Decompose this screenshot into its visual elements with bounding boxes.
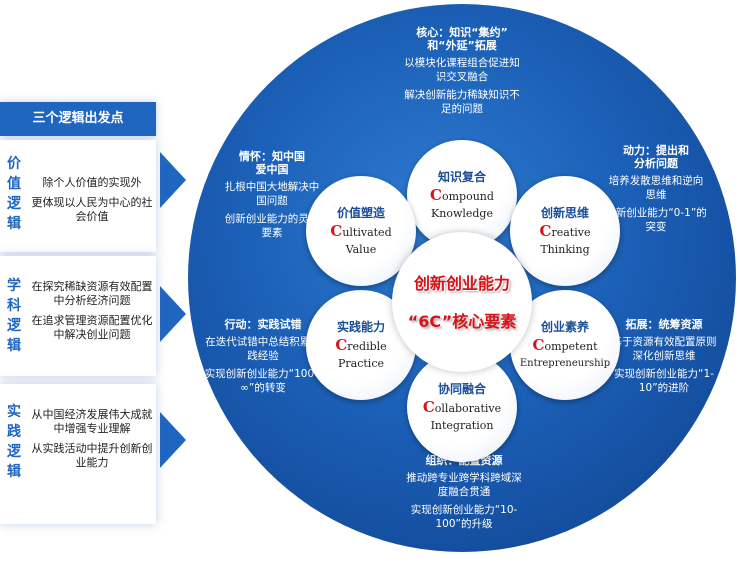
section-body: 从中国经济发展伟大成就中增强专业理解 从实践活动中提升创新创业能力 xyxy=(28,408,156,476)
petal-initial: C xyxy=(422,398,435,416)
section-title: 实 践 逻 辑 xyxy=(0,402,28,482)
left-panel-title: 三个逻辑出发点 xyxy=(32,111,124,126)
petal-en: Compound xyxy=(407,188,517,204)
ring-text: 推动跨专业跨学科跨域深度融合贯通 xyxy=(406,472,522,498)
section-discipline-logic: 学 科 逻 辑 在探究稀缺资源有效配置中分析经济问题 在追求管理资源配置优化中解… xyxy=(0,256,156,376)
body-line: 更体现以人民为中心的社会价值 xyxy=(31,196,153,223)
petal-en-rest: ollaborative xyxy=(434,402,502,415)
petal-en-line2: Practice xyxy=(338,357,384,370)
ring-text: 实现创新创业能力“100 - ∞”的转变 xyxy=(204,368,322,394)
center-subtitle: “6C”核心要素 xyxy=(407,312,517,331)
ring-text: 实现创新创业能力“1-10”的进阶 xyxy=(614,368,714,394)
petal-cn: 创业素养 xyxy=(540,320,589,334)
petal-en: Competent xyxy=(510,338,620,354)
ring-heading: 核心：知识“集约” xyxy=(416,26,508,39)
title-char: 逻 xyxy=(7,444,21,460)
title-char: 学 xyxy=(7,278,21,294)
arrow-practice-icon xyxy=(160,412,186,468)
petal-en-rest: reative xyxy=(551,226,591,239)
ring-action: 行动：实践试错 在迭代试错中总结积累实践经验 实现创新创业能力“100 - ∞”… xyxy=(204,318,322,395)
section-title: 价 值 逻 辑 xyxy=(0,154,28,234)
petal-cn: 实践能力 xyxy=(336,320,385,334)
petal-en-rest: ultivated xyxy=(342,226,392,239)
center-title: 创新创业能力 xyxy=(413,274,510,293)
ring-text: 培养发散思维和逆向思维 xyxy=(608,175,704,201)
petal-compound-knowledge: 知识复合 Compound Knowledge xyxy=(407,140,517,250)
body-line: 从中国经济发展伟大成就中增强专业理解 xyxy=(31,408,153,435)
body-line: 在探究稀缺资源有效配置中分析经济问题 xyxy=(31,280,153,307)
ring-heading: 分析问题 xyxy=(634,157,678,170)
title-char: 逻 xyxy=(7,196,21,212)
body-line: 除个人价值的实现外 xyxy=(42,176,142,189)
ring-text: 以模块化课程组合促进知识交叉融合 xyxy=(404,57,520,83)
section-practice-logic: 实 践 逻 辑 从中国经济发展伟大成就中增强专业理解 从实践活动中提升创新创业能… xyxy=(0,384,156,524)
ring-heading: 情怀：知中国 xyxy=(239,150,305,163)
section-body: 在探究稀缺资源有效配置中分析经济问题 在追求管理资源配置优化中解决创业问题 xyxy=(28,280,156,348)
ring-organization: 组织：配置资源 推动跨专业跨学科跨域深度融合贯通 实现创新创业能力“10-100… xyxy=(402,454,526,531)
ring-text: 解决创新能力稀缺知识不足的问题 xyxy=(404,89,520,115)
petal-en-line2: Value xyxy=(345,243,377,256)
petal-competent-entrepreneurship: 创业素养 Competent Entrepreneurship xyxy=(510,290,620,400)
ring-text: 创新创业能力的灵魂要素 xyxy=(224,213,320,239)
body-line: 从实践活动中提升创新创业能力 xyxy=(31,442,153,469)
section-body: 除个人价值的实现外 更体现以人民为中心的社会价值 xyxy=(28,176,156,230)
petal-en-line2: Integration xyxy=(430,419,494,432)
petal-cn: 协同融合 xyxy=(437,382,486,396)
petal-initial: C xyxy=(330,222,343,240)
title-char: 辑 xyxy=(7,338,21,354)
ring-sentiment: 情怀：知中国 爱中国 扎根中国大地解决中国问题 创新创业能力的灵魂要素 xyxy=(222,150,322,240)
title-char: 践 xyxy=(7,424,21,440)
petal-en-rest: ompetent xyxy=(544,340,598,353)
petal-en-rest: redible xyxy=(347,340,387,353)
ring-heading: 爱中国 xyxy=(255,163,289,176)
title-char: 科 xyxy=(7,298,21,314)
petal-en-line2: Entrepreneurship xyxy=(519,358,611,369)
ring-motivation: 动力：提出和 分析问题 培养发散思维和逆向思维 创新创业能力“0-1”的突变 xyxy=(604,144,708,234)
petal-en: Creative xyxy=(510,224,620,240)
ring-text: 实现创新创业能力“10-100”的升级 xyxy=(410,504,518,530)
title-char: 实 xyxy=(7,404,21,420)
petal-cn: 知识复合 xyxy=(437,170,486,184)
petal-creative-thinking: 创新思维 Creative Thinking xyxy=(510,176,620,286)
petal-cultivated-value: 价值塑造 Cultivated Value xyxy=(306,176,416,286)
body-line: 在追求管理资源配置优化中解决创业问题 xyxy=(31,314,153,341)
petal-initial: C xyxy=(335,336,348,354)
petal-en: Credible xyxy=(306,338,416,354)
petal-en: Cultivated xyxy=(306,224,416,240)
ring-heading: 动力：提出和 xyxy=(623,144,689,157)
title-char: 辑 xyxy=(7,216,21,232)
ring-heading: 和“外延”拓展 xyxy=(427,39,497,52)
title-char: 价 xyxy=(7,156,21,172)
section-value-logic: 价 值 逻 辑 除个人价值的实现外 更体现以人民为中心的社会价值 xyxy=(0,140,156,252)
petal-initial: C xyxy=(430,186,442,204)
ring-text: 在迭代试错中总结积累实践经验 xyxy=(205,336,321,362)
petal-en: Collaborative xyxy=(407,400,517,416)
ring-heading: 拓展：统筹资源 xyxy=(625,318,703,331)
ring-text: 基于资源有效配置原则深化创新思维 xyxy=(611,336,717,362)
petal-en-line2: Knowledge xyxy=(431,207,493,220)
petal-en-rest: ompound xyxy=(442,190,494,203)
ring-text: 创新创业能力“0-1”的突变 xyxy=(605,207,707,233)
title-char: 辑 xyxy=(7,464,21,480)
ring-text: 扎根中国大地解决中国问题 xyxy=(224,181,320,207)
arrow-value-icon xyxy=(160,152,186,208)
petal-initial: C xyxy=(539,222,552,240)
petal-cn: 创新思维 xyxy=(540,206,589,220)
left-panel-header: 三个逻辑出发点 xyxy=(0,102,156,136)
title-char: 值 xyxy=(7,176,21,192)
ring-expansion: 拓展：统筹资源 基于资源有效配置原则深化创新思维 实现创新创业能力“1-10”的… xyxy=(608,318,720,395)
title-char: 逻 xyxy=(7,318,21,334)
center-core: 创新创业能力 “6C”核心要素 xyxy=(392,232,532,372)
section-title: 学 科 逻 辑 xyxy=(0,276,28,356)
petal-cn: 价值塑造 xyxy=(336,206,385,220)
arrow-discipline-icon xyxy=(160,286,186,342)
petal-en-line2: Thinking xyxy=(540,243,590,256)
ring-heading: 行动：实践试错 xyxy=(224,318,302,331)
ring-core: 核心：知识“集约” 和“外延”拓展 以模块化课程组合促进知识交叉融合 解决创新能… xyxy=(402,26,522,116)
petal-initial: C xyxy=(532,336,545,354)
